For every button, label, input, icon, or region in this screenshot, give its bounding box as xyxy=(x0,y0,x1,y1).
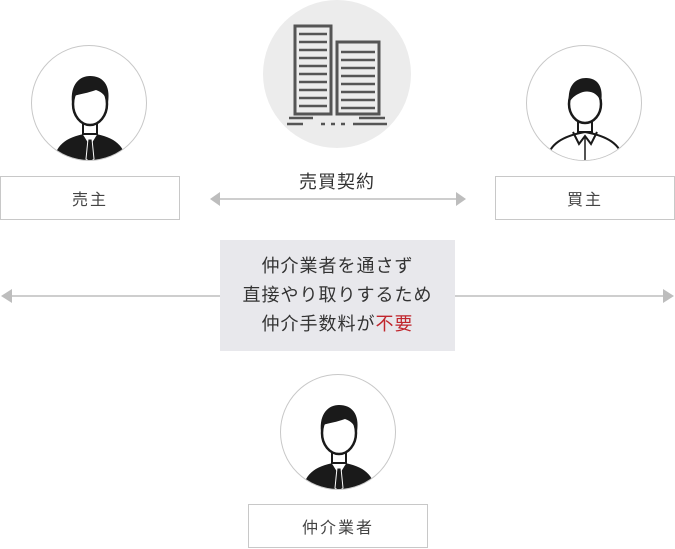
buyer-label: 買主 xyxy=(495,176,675,220)
building-icon xyxy=(287,24,387,126)
broker-label: 仲介業者 xyxy=(248,504,428,548)
businessman-icon xyxy=(54,76,126,160)
note-box: 仲介業者を通さず 直接やり取りするため 仲介手数料が不要 xyxy=(220,240,455,351)
note-line-2: 直接やり取りするため xyxy=(242,285,433,306)
businessman-icon xyxy=(303,405,375,489)
broker-avatar xyxy=(280,374,396,490)
note-line-3: 仲介手数料が不要 xyxy=(262,310,414,339)
note-line-3-prefix: 仲介手数料が xyxy=(261,314,376,335)
note-line-1: 仲介業者を通さず xyxy=(261,256,414,277)
buyer-avatar xyxy=(526,45,642,161)
seller-label: 売主 xyxy=(0,176,180,220)
seller-avatar xyxy=(31,45,147,161)
person-casual-icon xyxy=(546,78,624,160)
contract-double-arrow xyxy=(210,192,466,206)
contract-label: 売買契約 xyxy=(299,172,375,193)
note-emphasis: 不要 xyxy=(375,314,414,335)
property-circle xyxy=(263,0,411,148)
